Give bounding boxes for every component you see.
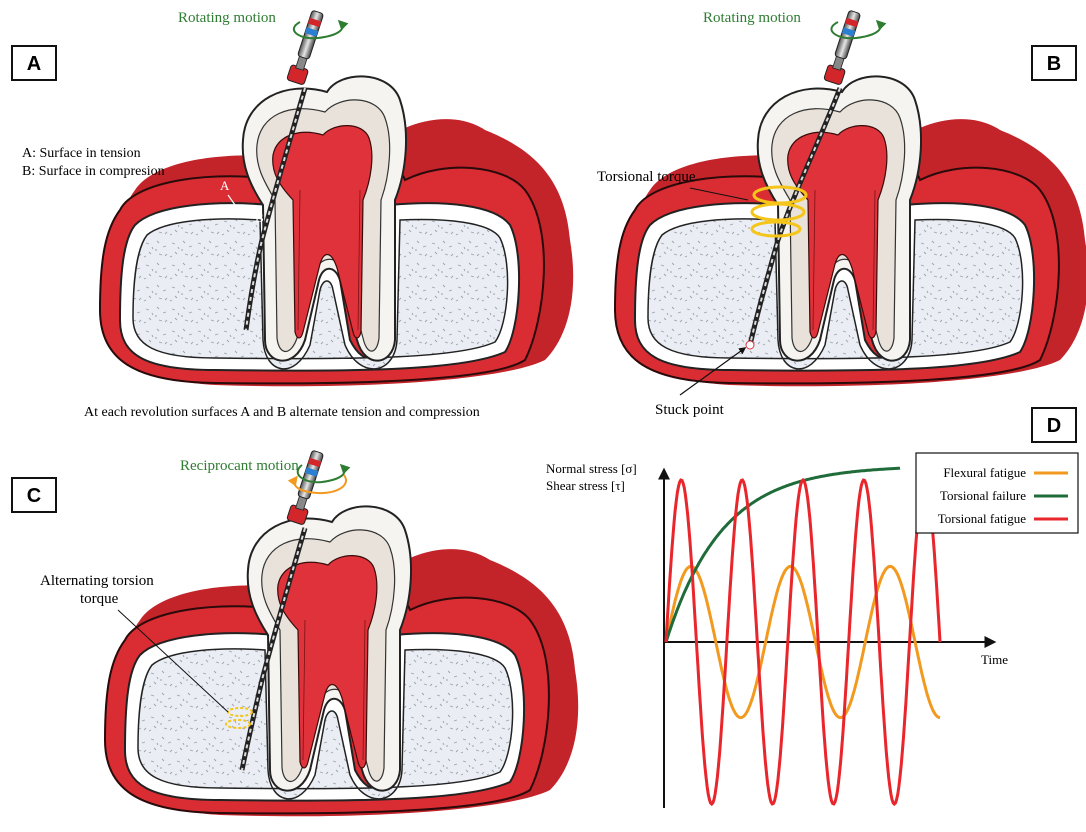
legend-label-flexural-fatigue: Flexural fatigue: [943, 465, 1026, 480]
legend-a-line1: A: Surface in tension: [22, 146, 141, 161]
panel-a-letter: A: [27, 53, 41, 75]
stuck-point-label: Stuck point: [655, 402, 725, 418]
tooth-cross-section-a: [100, 76, 573, 386]
tooth-cross-section-c: [105, 506, 578, 816]
panel-c-letter: C: [27, 485, 41, 507]
x-axis-label: Time: [981, 652, 1008, 667]
legend-a-line2: B: Surface in compresion: [22, 164, 165, 179]
tooth-cross-section-b: [615, 76, 1086, 386]
point-a-label: A: [220, 178, 230, 193]
torsion-label-c-line2: torque: [80, 591, 119, 607]
motion-label-b: Rotating motion: [703, 10, 801, 26]
panel-b-letter: B: [1047, 53, 1061, 75]
motion-label-a: Rotating motion: [178, 10, 276, 26]
torsion-label-c-line1: Alternating torsion: [40, 573, 154, 589]
y-axis-label-line1: Normal stress [σ]: [546, 461, 637, 476]
endodontic-file-a: [287, 9, 327, 85]
point-b-label: B: [255, 210, 264, 225]
panel-c: C Reciprocant motion Alternating torsion…: [12, 449, 578, 816]
panel-d-letter: D: [1047, 415, 1061, 437]
caption-a: At each revolution surfaces A and B alte…: [84, 405, 480, 420]
y-axis-label-line2: Shear stress [τ]: [546, 478, 625, 493]
chart-series: [666, 468, 940, 804]
panel-a: A Rotating motion A: Surface in tension …: [12, 9, 573, 420]
endodontic-file-b: [824, 9, 864, 85]
legend-label-torsional-fatigue: Torsional fatigue: [938, 511, 1026, 526]
motion-label-c: Reciprocant motion: [180, 458, 299, 474]
panel-d: D Normal stress [σ] Shear stress [τ] Tim…: [546, 408, 1078, 808]
legend-label-torsional-failure: Torsional failure: [940, 488, 1026, 503]
series-line-torsional-failure: [666, 468, 900, 642]
panel-b: B Rotating motion Torsional torque Stuck…: [597, 9, 1086, 418]
torque-label-b: Torsional torque: [597, 169, 696, 185]
